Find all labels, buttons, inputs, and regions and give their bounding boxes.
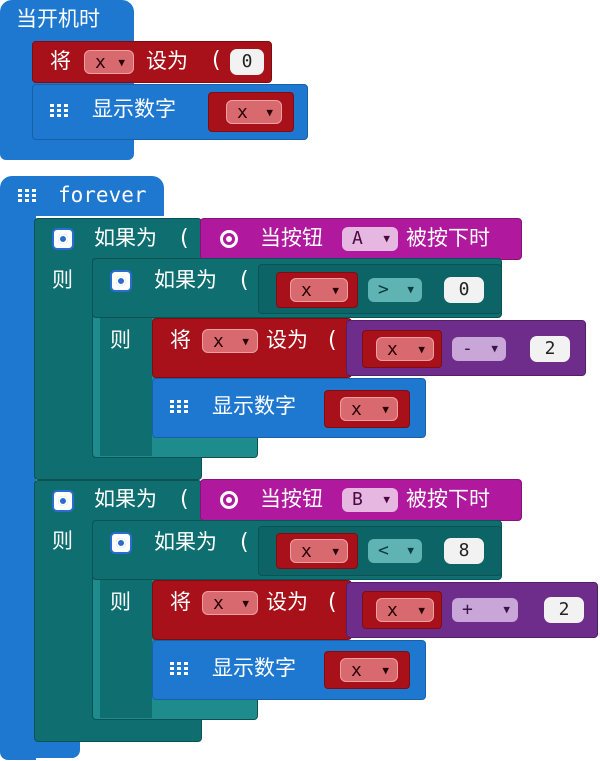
operator-name: - bbox=[462, 338, 473, 359]
set-label: 将 bbox=[50, 49, 71, 73]
gear-icon[interactable] bbox=[110, 532, 132, 554]
number-input[interactable]: 0 bbox=[230, 49, 264, 75]
event-suffix: 被按下时 bbox=[406, 226, 490, 250]
inner-if-label: 如果为 bbox=[154, 530, 217, 554]
gear-icon[interactable] bbox=[52, 490, 74, 512]
show-number-label: 显示数字 bbox=[92, 97, 176, 121]
button-target-icon bbox=[220, 491, 238, 509]
dropdown-arrow-icon: ▼ bbox=[407, 544, 414, 557]
variable-dropdown[interactable]: x▼ bbox=[202, 591, 258, 615]
button-dropdown[interactable]: A▼ bbox=[342, 227, 398, 251]
dropdown-arrow-icon: ▼ bbox=[332, 545, 339, 558]
gear-icon[interactable] bbox=[110, 270, 132, 292]
show-number-label: 显示数字 bbox=[212, 656, 296, 680]
inner-then-label: 则 bbox=[110, 590, 131, 614]
variable-dropdown[interactable]: x▼ bbox=[340, 397, 398, 421]
operator-dropdown[interactable]: <▼ bbox=[368, 539, 422, 563]
variable-name: x bbox=[387, 339, 398, 360]
show-number-label: 显示数字 bbox=[212, 394, 296, 418]
socket-left-icon: ( bbox=[180, 226, 189, 251]
event-label: 当按钮 bbox=[260, 487, 323, 511]
if-label: 如果为 bbox=[94, 226, 157, 250]
button-target-icon bbox=[220, 230, 238, 248]
dropdown-arrow-icon: ▼ bbox=[503, 603, 510, 616]
variable-dropdown[interactable]: x▼ bbox=[202, 329, 258, 353]
set-variable-block[interactable] bbox=[152, 580, 352, 640]
socket-left-icon: ( bbox=[180, 487, 189, 512]
set-label: 将 bbox=[170, 328, 191, 352]
number-input[interactable]: 2 bbox=[530, 336, 570, 362]
dropdown-arrow-icon: ▼ bbox=[383, 232, 390, 245]
variable-name: x bbox=[351, 399, 362, 420]
socket-left-icon: ( bbox=[328, 590, 337, 615]
operator-name: + bbox=[462, 599, 473, 620]
forever-foot bbox=[0, 738, 80, 758]
number-input[interactable]: 8 bbox=[444, 538, 484, 564]
variable-dropdown[interactable]: x▼ bbox=[376, 598, 434, 622]
dropdown-arrow-icon: ▼ bbox=[491, 342, 498, 355]
dropdown-arrow-icon: ▼ bbox=[407, 283, 414, 296]
socket-left-icon: ( bbox=[212, 48, 221, 73]
dropdown-arrow-icon: ▼ bbox=[383, 493, 390, 506]
socket-left-icon: ( bbox=[328, 328, 337, 353]
math-operator-dropdown[interactable]: +▼ bbox=[452, 598, 518, 622]
set-to-label: 设为 bbox=[266, 328, 308, 352]
dropdown-arrow-icon: ▼ bbox=[242, 335, 249, 348]
set-label: 将 bbox=[170, 590, 191, 614]
operator-dropdown[interactable]: >▼ bbox=[368, 278, 422, 302]
variable-dropdown[interactable]: x▼ bbox=[376, 337, 434, 361]
dropdown-arrow-icon: ▼ bbox=[242, 597, 249, 610]
set-to-label: 设为 bbox=[266, 590, 308, 614]
variable-dropdown[interactable]: x▼ bbox=[84, 50, 134, 74]
dropdown-arrow-icon: ▼ bbox=[382, 403, 389, 416]
if-label: 如果为 bbox=[94, 487, 157, 511]
dropdown-arrow-icon: ▼ bbox=[382, 664, 389, 677]
operator-name: > bbox=[378, 279, 389, 300]
variable-dropdown[interactable]: x▼ bbox=[226, 100, 282, 124]
on-start-label: 当开机时 bbox=[16, 7, 100, 31]
number-input[interactable]: 2 bbox=[544, 597, 584, 623]
then-label: 则 bbox=[52, 529, 73, 553]
inner-if-inner-a bbox=[100, 318, 152, 456]
variable-name: x bbox=[301, 280, 312, 301]
variable-name: x bbox=[351, 660, 362, 681]
variable-dropdown[interactable]: x▼ bbox=[340, 658, 398, 682]
event-label: 当按钮 bbox=[260, 226, 323, 250]
socket-left-icon: ( bbox=[240, 530, 249, 555]
dropdown-arrow-icon: ▼ bbox=[266, 106, 273, 119]
variable-name: x bbox=[301, 541, 312, 562]
led-grid-icon bbox=[18, 189, 36, 203]
variable-dropdown[interactable]: x▼ bbox=[290, 278, 348, 302]
variable-name: x bbox=[387, 600, 398, 621]
led-grid-icon bbox=[50, 104, 68, 118]
dropdown-arrow-icon: ▼ bbox=[418, 343, 425, 356]
operator-name: < bbox=[378, 540, 389, 561]
variable-dropdown[interactable]: x▼ bbox=[290, 539, 348, 563]
forever-label: forever bbox=[58, 183, 147, 207]
button-name: B bbox=[352, 489, 363, 510]
then-label: 则 bbox=[52, 268, 73, 292]
math-operator-dropdown[interactable]: -▼ bbox=[452, 337, 506, 361]
button-name: A bbox=[352, 228, 363, 249]
inner-then-label: 则 bbox=[110, 328, 131, 352]
set-to-label: 设为 bbox=[146, 49, 188, 73]
variable-name: x bbox=[213, 331, 224, 352]
variable-name: x bbox=[95, 52, 106, 73]
variable-name: x bbox=[213, 593, 224, 614]
led-grid-icon bbox=[170, 662, 188, 676]
variable-name: x bbox=[237, 102, 248, 123]
inner-if-inner-b bbox=[100, 580, 152, 718]
led-grid-icon bbox=[170, 400, 188, 414]
gear-icon[interactable] bbox=[52, 228, 74, 250]
forever-spine bbox=[0, 210, 36, 760]
event-suffix: 被按下时 bbox=[406, 487, 490, 511]
inner-if-label: 如果为 bbox=[154, 268, 217, 292]
number-input[interactable]: 0 bbox=[444, 277, 484, 303]
button-dropdown[interactable]: B▼ bbox=[342, 488, 398, 512]
dropdown-arrow-icon: ▼ bbox=[418, 604, 425, 617]
dropdown-arrow-icon: ▼ bbox=[332, 284, 339, 297]
socket-left-icon: ( bbox=[240, 268, 249, 293]
dropdown-arrow-icon: ▼ bbox=[118, 56, 125, 69]
